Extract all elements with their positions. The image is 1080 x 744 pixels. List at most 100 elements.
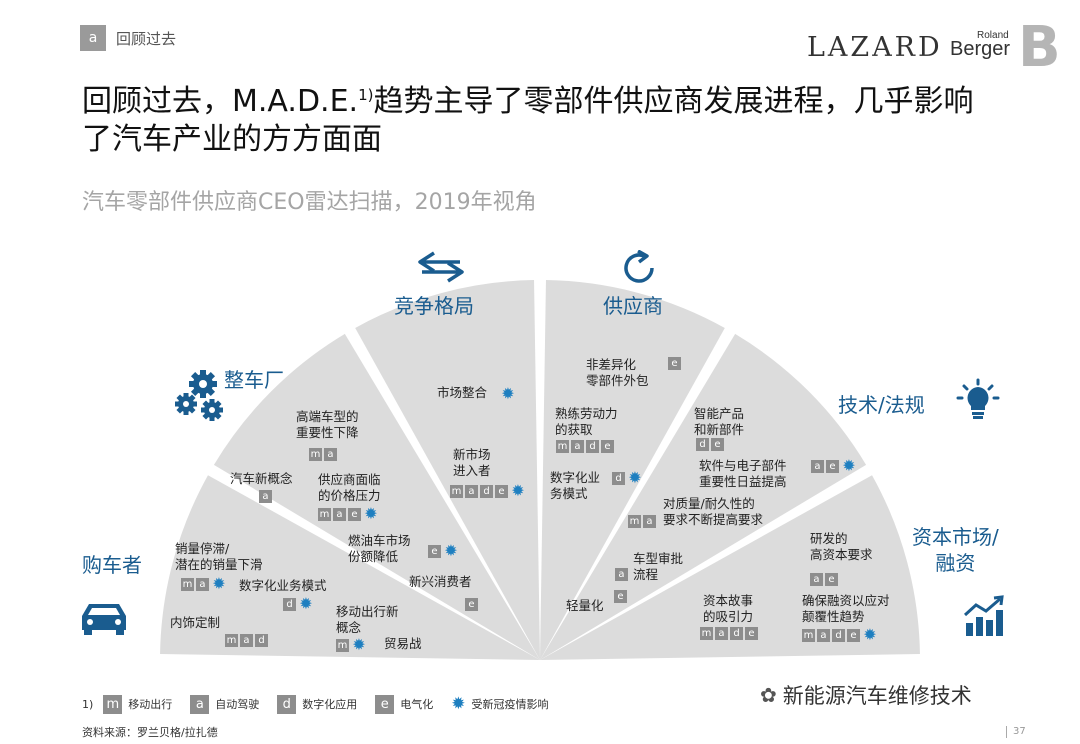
watermark-text: 新能源汽车维修技术 xyxy=(782,684,972,708)
trend-badges: e xyxy=(614,590,627,603)
category-buyers: 购车者 xyxy=(82,553,142,577)
radar-item-line: 概念 xyxy=(336,620,362,635)
lightbulb-icon xyxy=(956,378,1000,419)
radar-item-line: 高资本要求 xyxy=(810,547,873,562)
trend-badge-a: a xyxy=(643,515,656,528)
radar-item-i11: 市场整合 xyxy=(437,385,487,401)
radar-item-line: 智能产品 xyxy=(694,406,745,421)
trend-badge-e: e xyxy=(465,598,478,611)
virus-icon: ✹ xyxy=(511,481,525,500)
gears-icon xyxy=(175,370,223,421)
radar-item-line: 要求不断提高要求 xyxy=(663,512,764,527)
radar-item-i17: 轻量化 xyxy=(566,598,604,614)
title-part-b: 趋势主导了零部件供应商发展进程，几乎影响 xyxy=(373,84,974,119)
trend-badge-a: a xyxy=(810,573,823,586)
radar-item-i4: 移动出行新概念 xyxy=(336,604,399,636)
radar-item-i15: 数字化业务模式 xyxy=(550,470,600,502)
radar-item-line: 的吸引力 xyxy=(703,609,754,624)
radar-item-line: 对质量/耐久性的 xyxy=(663,496,755,511)
trend-badge-e: e xyxy=(601,440,614,453)
trend-badges: a xyxy=(259,490,272,503)
title-line-2: 了汽车产业的方方面面 xyxy=(82,122,382,157)
radar-item-line: 移动出行新 xyxy=(336,604,399,619)
trend-badge-m: m xyxy=(450,484,463,498)
radar-item-line: 的获取 xyxy=(555,422,593,437)
rb-berger-text: Berger xyxy=(950,38,1011,60)
radar-item-line: 数字化业务模式 xyxy=(239,578,327,593)
virus-icon: ✹ xyxy=(501,384,515,403)
category-capital-markets: 资本市场/ 融资 xyxy=(912,524,999,576)
page-number: 37 xyxy=(1013,726,1026,737)
trend-badge-a: a xyxy=(196,577,209,591)
virus-icon: ✹ xyxy=(451,694,466,714)
radar-item-i8: 供应商面临的价格压力 xyxy=(318,472,381,504)
virus-icon: ✹ xyxy=(444,541,458,560)
radar-item-i22: 资本故事的吸引力 xyxy=(703,593,753,625)
rb-b-mark: B xyxy=(1018,15,1061,80)
legend-label-mobility: 移动出行 xyxy=(128,698,173,711)
trend-badge-m: m xyxy=(556,440,569,453)
legend-label-digital: 数字化应用 xyxy=(302,698,358,711)
radar-item-i19: 软件与电子部件重要性日益提高 xyxy=(699,458,787,490)
virus-icon: ✹ xyxy=(299,594,313,613)
radar-item-line: 和新部件 xyxy=(694,422,745,437)
page-title: 回顾过去，M.A.D.E.1)趋势主导了零部件供应商发展进程，几乎影响 了汽车产… xyxy=(82,76,1022,159)
virus-icon: ✹ xyxy=(352,635,366,654)
sector-suppliers xyxy=(540,280,725,660)
trend-badge-e: e xyxy=(668,357,681,370)
trend-badge-e: e xyxy=(495,484,508,498)
trend-badge-a: a xyxy=(240,634,253,647)
radar-item-line: 车型审批 xyxy=(633,551,684,566)
trend-badge-e: e xyxy=(348,507,361,521)
category-competition: 竞争格局 xyxy=(394,294,474,318)
sector-capital xyxy=(540,475,920,660)
section-letter: a xyxy=(80,25,106,51)
radar-item-line: 轻量化 xyxy=(566,598,604,613)
legend-label-autonomous: 自动驾驶 xyxy=(215,698,260,711)
trend-badge-d: d xyxy=(586,440,599,453)
virus-icon: ✹ xyxy=(842,456,856,475)
trend-badge-a: a xyxy=(324,448,337,461)
sector-buyers xyxy=(160,475,540,660)
category-oem: 整车厂 xyxy=(224,368,284,392)
radar-item-i5: 贸易战 xyxy=(384,636,422,652)
page-subtitle: 汽车零部件供应商CEO雷达扫描，2019年视角 xyxy=(82,190,537,215)
watermark: ✿ 新能源汽车维修技术 xyxy=(760,680,972,710)
legend-badge-e: e xyxy=(375,694,395,714)
page-divider xyxy=(1006,726,1007,738)
radar-item-line: 颠覆性趋势 xyxy=(802,609,865,624)
virus-icon: ✹ xyxy=(212,574,226,593)
trend-badge-d: d xyxy=(283,597,296,611)
radar-item-line: 汽车新概念 xyxy=(230,471,293,486)
trend-badge-e: e xyxy=(826,459,839,473)
radar-item-line: 研发的 xyxy=(810,531,848,546)
trend-badges: d✹ xyxy=(612,470,643,486)
radar-item-i9: 燃油车市场份额降低 xyxy=(348,533,411,565)
trend-badge-e: e xyxy=(614,590,627,603)
radar-item-line: 重要性日益提高 xyxy=(699,474,787,489)
radar-item-line: 新市场 xyxy=(453,447,491,462)
trend-badge-e: e xyxy=(847,628,860,642)
capital-line-1: 资本市场/ xyxy=(912,525,999,549)
radar-item-i16: 车型审批流程 xyxy=(633,551,683,583)
trend-badge-e: e xyxy=(745,627,758,640)
radar-item-line: 资本故事 xyxy=(703,593,754,608)
radar-item-i18: 智能产品和新部件 xyxy=(694,406,744,438)
capital-line-2: 融资 xyxy=(935,551,976,575)
rb-roland-text: Roland xyxy=(977,30,1009,41)
trend-badge-a: a xyxy=(817,628,830,642)
virus-icon: ✹ xyxy=(863,625,877,644)
trend-badge-e: e xyxy=(711,438,724,451)
legend-badge-d: d xyxy=(277,694,297,714)
trend-badge-m: m xyxy=(700,627,713,640)
trend-badges: e xyxy=(465,598,478,611)
title-footnote: 1) xyxy=(358,86,374,104)
radar-item-i7: 高端车型的重要性下降 xyxy=(296,409,359,441)
radar-item-line: 务模式 xyxy=(550,486,588,501)
